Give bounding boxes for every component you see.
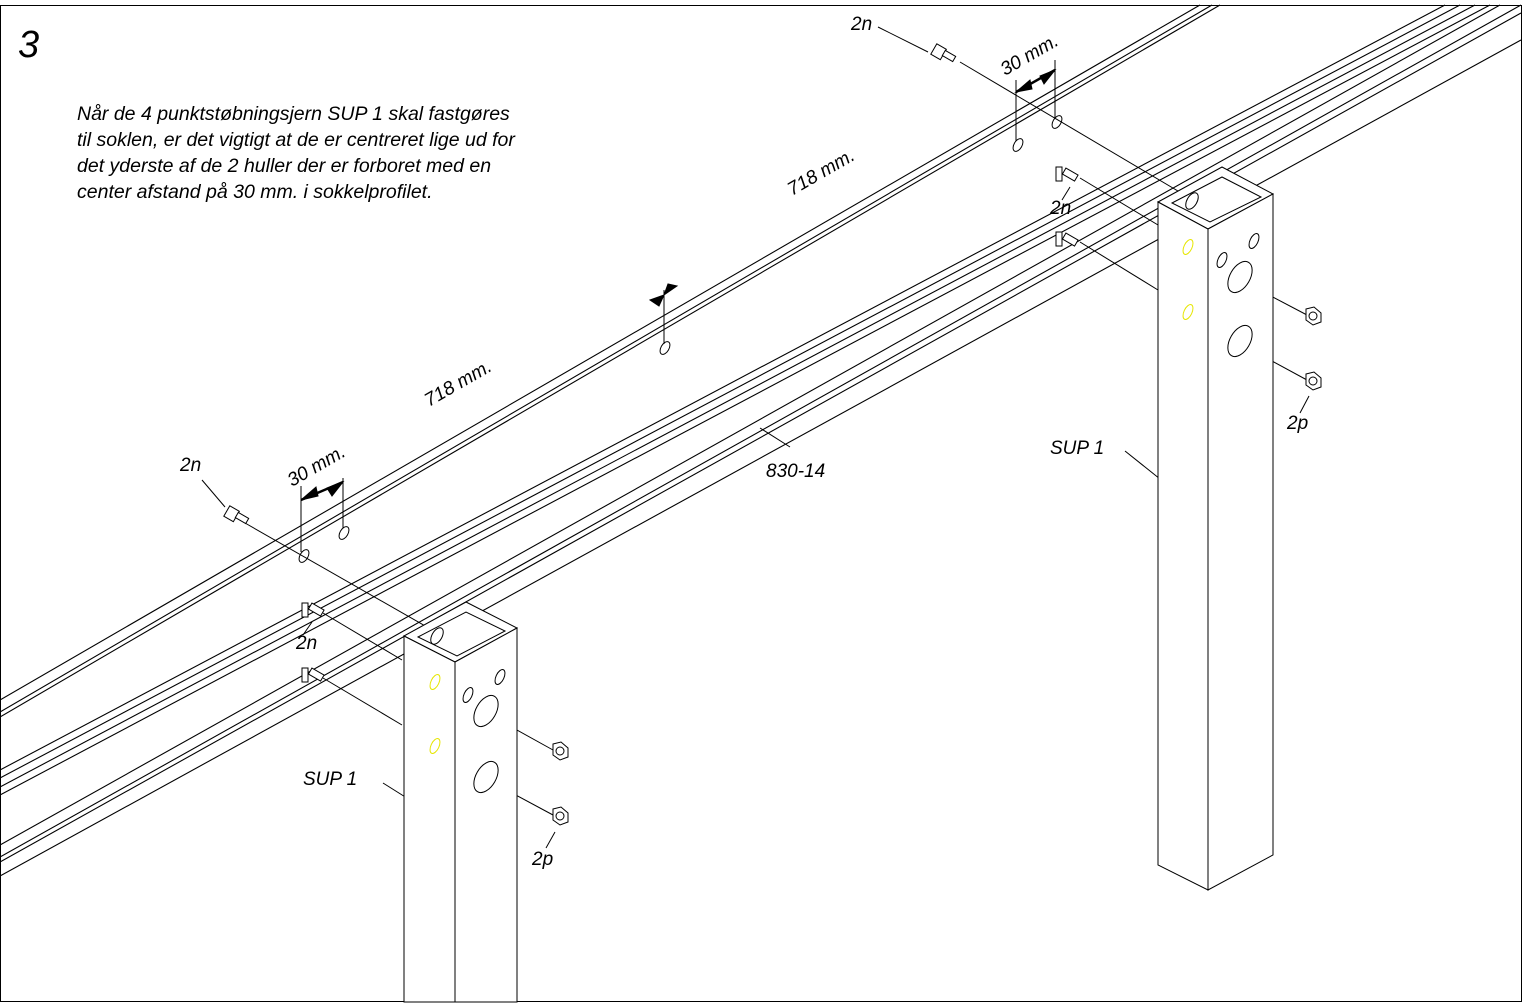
label-dim-718-right: 718 mm. <box>784 145 859 200</box>
post-left <box>402 601 519 1003</box>
label-bolt-top-left: 2n <box>179 455 201 476</box>
label-nut-left: 2p <box>531 849 553 870</box>
label-post-right: SUP 1 <box>1050 438 1104 459</box>
instruction-line: det yderste af de 2 huller der er forbor… <box>77 155 492 177</box>
border <box>0 5 1522 1002</box>
step-number: 3 <box>18 24 40 66</box>
dimension-lines <box>300 60 1057 552</box>
post-right <box>1156 166 1275 891</box>
instruction-text: Når de 4 punktstøbningsjern SUP 1 skal f… <box>77 101 597 205</box>
label-nut-right: 2p <box>1286 413 1308 434</box>
instruction-line: Når de 4 punktstøbningsjern SUP 1 skal f… <box>77 103 510 125</box>
label-bolt-top-right: 2n <box>850 14 872 35</box>
label-post-left: SUP 1 <box>303 769 357 790</box>
instruction-line: til soklen, er det vigtigt at de er cent… <box>77 129 515 151</box>
label-dim-718-left: 718 mm. <box>421 356 496 411</box>
label-profile: 830-14 <box>766 461 825 482</box>
bolt-icons <box>223 43 1079 683</box>
base-profile <box>0 4 1522 877</box>
instruction-line: center afstand på 30 mm. i sokkelprofile… <box>77 181 433 203</box>
label-bolt-right-mid: 2n <box>1049 198 1071 219</box>
nut-icons <box>552 306 1322 826</box>
label-bolt-left-mid: 2n <box>295 633 317 654</box>
profile-holes <box>298 115 1063 563</box>
